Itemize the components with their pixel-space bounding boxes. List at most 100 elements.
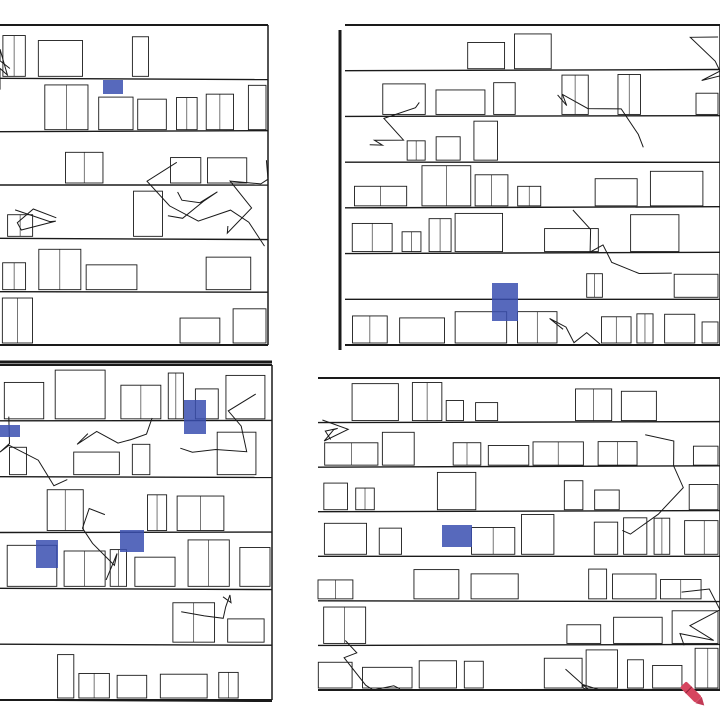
window-sketch [247, 84, 267, 131]
floor-line [344, 251, 720, 255]
sketch-stroke [572, 209, 672, 275]
blue-window [36, 540, 58, 568]
sketch-stroke [622, 434, 684, 535]
sketch-stroke [565, 668, 601, 691]
window-sketch [3, 381, 45, 420]
window-sketch [37, 40, 83, 77]
window-sketch [131, 36, 150, 77]
window-sketch [563, 480, 584, 511]
window-sketch [445, 400, 464, 422]
floor-line [317, 643, 720, 647]
window-sketch [137, 98, 167, 131]
sketch-panel-top-left [0, 24, 269, 346]
floor-line [317, 600, 720, 603]
floor-line [317, 688, 720, 691]
window-sketch [612, 573, 657, 600]
window-sketch [585, 649, 618, 689]
window-sketch [652, 664, 683, 689]
window-sketch [317, 661, 353, 689]
floor-line [0, 237, 269, 241]
window-sketch [57, 654, 75, 699]
floor-line [317, 509, 720, 513]
floor-line [344, 68, 720, 72]
window-sketch [131, 443, 151, 476]
window-sketch [351, 383, 399, 422]
window-sketch [179, 317, 221, 344]
window-sketch [418, 660, 457, 689]
floor-line [0, 129, 269, 133]
window-sketch [216, 431, 257, 476]
window-sketch [454, 311, 508, 344]
window-sketch [688, 484, 719, 511]
sketch-stroke [343, 640, 401, 691]
window-sketch [205, 256, 252, 291]
window-sketch [399, 317, 445, 344]
window-sketch [133, 190, 163, 237]
window-sketch [673, 273, 719, 298]
sketch-panel-top-right [344, 24, 720, 346]
sketch-stroke [679, 588, 720, 646]
sketch-stroke [226, 160, 269, 235]
window-sketch [613, 616, 663, 644]
blue-window [442, 525, 472, 547]
window-sketch [98, 96, 134, 131]
window-sketch [323, 482, 348, 511]
window-sketch [378, 527, 402, 555]
window-sketch [206, 157, 248, 184]
window-sketch [588, 568, 608, 600]
window-sketch [493, 82, 516, 115]
window-sketch [362, 666, 413, 689]
window-sketch [382, 83, 426, 115]
window-sketch [694, 647, 719, 689]
sketch-stroke [146, 161, 265, 247]
window-sketch [73, 451, 120, 476]
window-sketch [593, 521, 619, 555]
blue-window [120, 530, 144, 552]
window-sketch [227, 618, 265, 643]
window-sketch [514, 33, 552, 70]
window-sketch [134, 556, 176, 587]
window-sketch [544, 228, 599, 253]
window-sketch [623, 517, 648, 555]
window-sketch [381, 431, 415, 466]
sketch-stroke [180, 393, 257, 453]
window-sketch [9, 446, 27, 476]
floor-line [0, 643, 273, 646]
sketch-stroke [0, 49, 11, 90]
sketch-stroke [549, 318, 626, 346]
window-sketch [435, 136, 461, 161]
sketch-panel-bottom-left [0, 364, 273, 703]
window-sketch [630, 214, 680, 253]
window-sketch [566, 624, 602, 644]
window-sketch [692, 445, 719, 466]
window-sketch [435, 89, 486, 115]
floor-line [0, 699, 273, 703]
sketch-stroke [322, 419, 350, 442]
window-sketch [413, 569, 460, 600]
window-sketch [473, 120, 498, 161]
window-sketch [116, 674, 148, 699]
sketch-stroke [167, 191, 218, 219]
window-sketch [159, 673, 208, 699]
floor-line [0, 587, 273, 591]
floor-line [344, 206, 720, 209]
blue-window [103, 80, 123, 94]
floor-line [317, 465, 720, 468]
floor-line [317, 420, 720, 424]
sketch-stroke [181, 594, 232, 619]
window-sketch [671, 610, 719, 644]
blue-window [492, 283, 518, 321]
sketch-stroke [81, 507, 118, 581]
window-sketch [695, 92, 719, 115]
window-sketch [85, 264, 138, 291]
window-sketch [467, 42, 506, 70]
window-sketch [232, 308, 267, 344]
window-sketch [470, 573, 519, 600]
window-sketch [684, 520, 719, 555]
window-sketch [170, 157, 202, 184]
window-sketch [649, 170, 704, 207]
sketch-stroke [76, 417, 153, 445]
window-sketch [454, 212, 503, 253]
